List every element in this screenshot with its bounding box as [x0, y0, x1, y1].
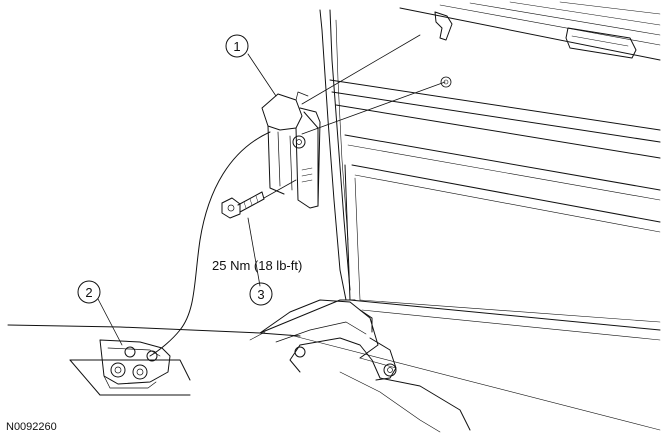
callout-3-circle	[249, 282, 273, 306]
body-pillar	[319, 9, 351, 301]
hinge-bolt	[221, 191, 265, 219]
upper-hinge-bracket	[261, 91, 321, 209]
callout-1-label: 1	[233, 39, 240, 54]
callout-2-label: 2	[85, 285, 92, 300]
bed-rail	[329, 1, 661, 341]
bed-clips	[434, 11, 637, 59]
lower-hinge-bracket	[99, 339, 171, 389]
bed-floor	[7, 299, 661, 431]
callout-3-label: 3	[257, 287, 264, 302]
torque-specification: 25 Nm (18 lb-ft)	[212, 258, 302, 273]
callout-1-circle	[225, 34, 249, 58]
callout-2-circle	[77, 280, 101, 304]
figure-id: N0092260	[6, 421, 57, 433]
alignment-lines	[263, 34, 452, 199]
tailgate-hinge-lower	[259, 299, 471, 433]
leader-lines	[97, 53, 277, 346]
support-cable	[149, 131, 271, 357]
